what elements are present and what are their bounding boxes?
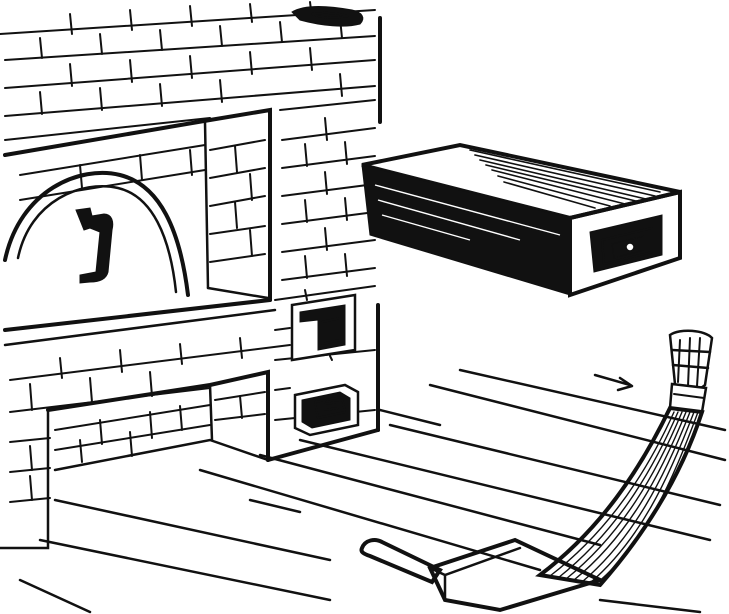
plank-floor [18, 368, 727, 614]
dustpan [359, 537, 606, 613]
fire-box-opening [46, 369, 270, 472]
smoke-hole [291, 6, 364, 27]
oven-door [3, 170, 190, 297]
door-handle [75, 207, 114, 284]
oven-mouth [3, 107, 277, 347]
ash-drawer [361, 142, 682, 298]
damper-door [290, 293, 357, 362]
motion-arrow [593, 373, 634, 392]
ash-pit-door [293, 383, 360, 437]
broom [535, 329, 714, 588]
brick-stove [0, 1, 382, 550]
